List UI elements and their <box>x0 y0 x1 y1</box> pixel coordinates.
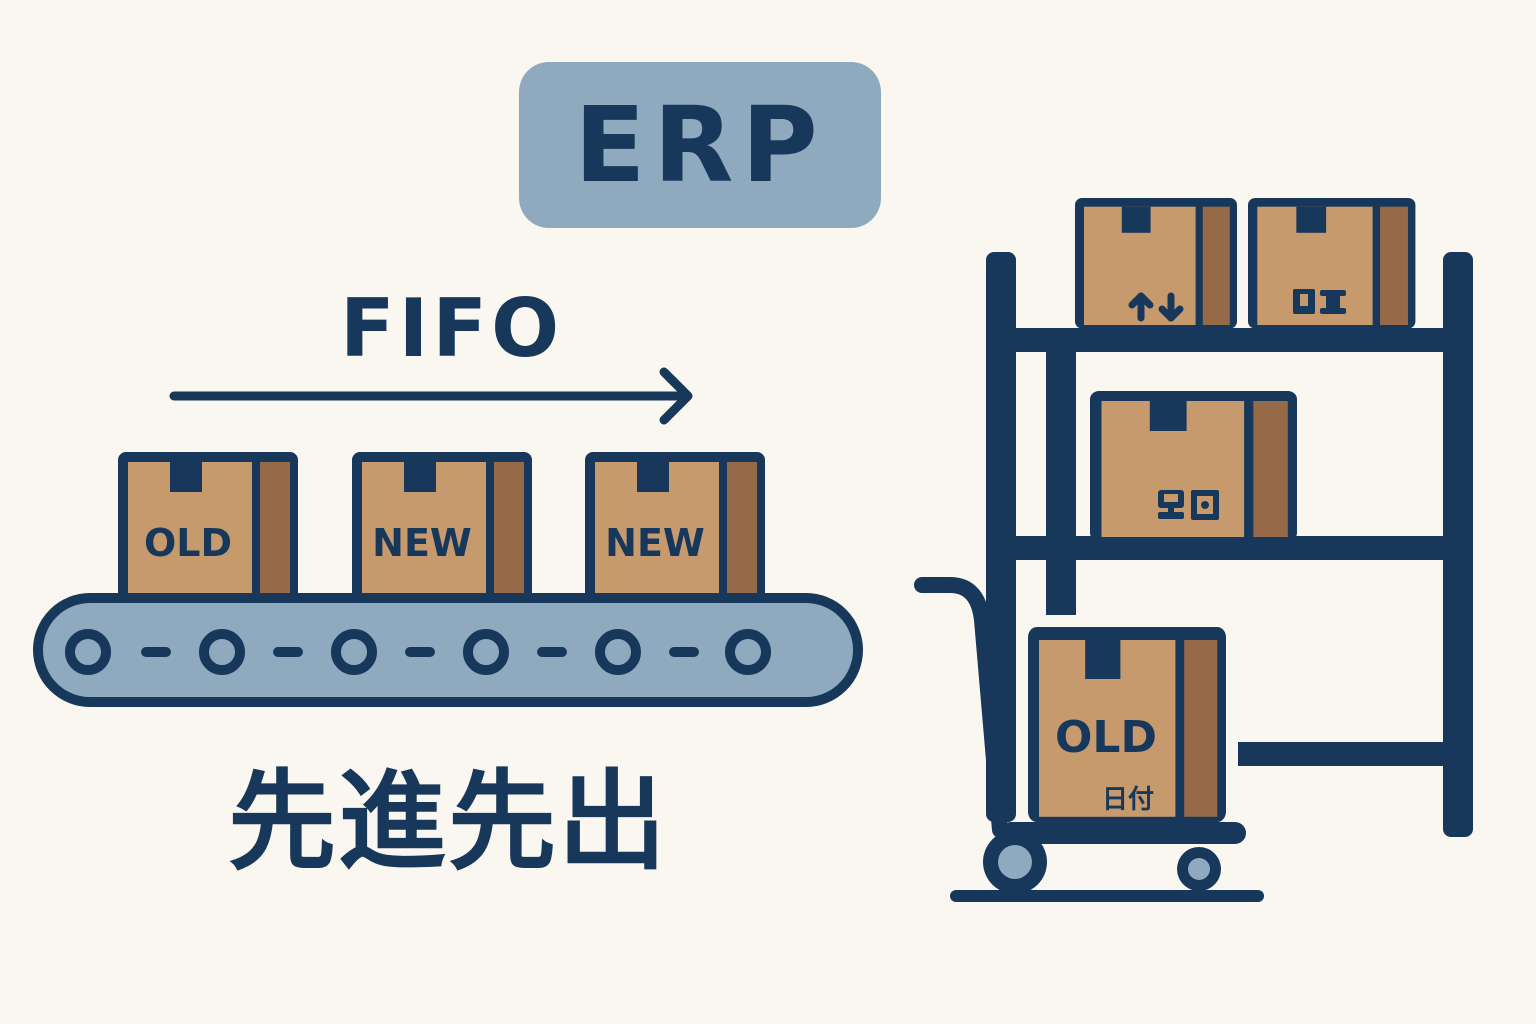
conveyor-box-old: OLD <box>118 452 298 602</box>
erp-badge: ERP <box>519 62 881 228</box>
conveyor-belt <box>33 593 863 707</box>
fragile-handling-icon <box>1293 289 1346 314</box>
box-label: NEW <box>372 521 472 565</box>
conveyor-box-new: NEW <box>352 452 532 602</box>
hand-truck-box-mark: 日付 <box>1102 785 1154 815</box>
conveyor-box-new-2: NEW <box>585 452 765 602</box>
hand-truck <box>914 577 1264 902</box>
fifo-caption: 先進先出 <box>228 760 669 885</box>
erp-title: ERP <box>574 84 826 206</box>
box-label: NEW <box>605 521 705 565</box>
shelf-box-top-left <box>1075 198 1237 329</box>
box-label: OLD <box>144 521 232 565</box>
hand-truck-box-label: OLD <box>1055 712 1157 763</box>
right-arrow-icon <box>169 367 693 425</box>
handling-symbols-icon <box>1158 490 1219 520</box>
conveyor-rollers <box>65 629 771 675</box>
fifo-label: FIFO <box>340 282 564 375</box>
this-side-up-arrows-icon <box>1128 292 1184 322</box>
